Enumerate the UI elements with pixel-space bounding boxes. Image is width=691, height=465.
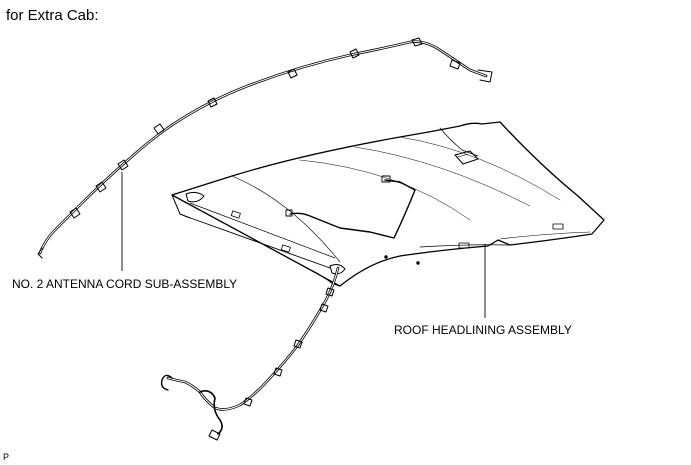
roof-headlining-assembly [171,121,605,287]
no-2-antenna-cord-sub-assembly [37,37,493,441]
label-roof-headlining: ROOF HEADLINING ASSEMBLY [394,323,572,337]
figure-caption: for Extra Cab: [6,7,99,24]
label-antenna-cord: NO. 2 ANTENNA CORD SUB-ASSEMBLY [12,277,238,291]
leader-lines [121,172,486,318]
figure-code: P [3,452,10,462]
